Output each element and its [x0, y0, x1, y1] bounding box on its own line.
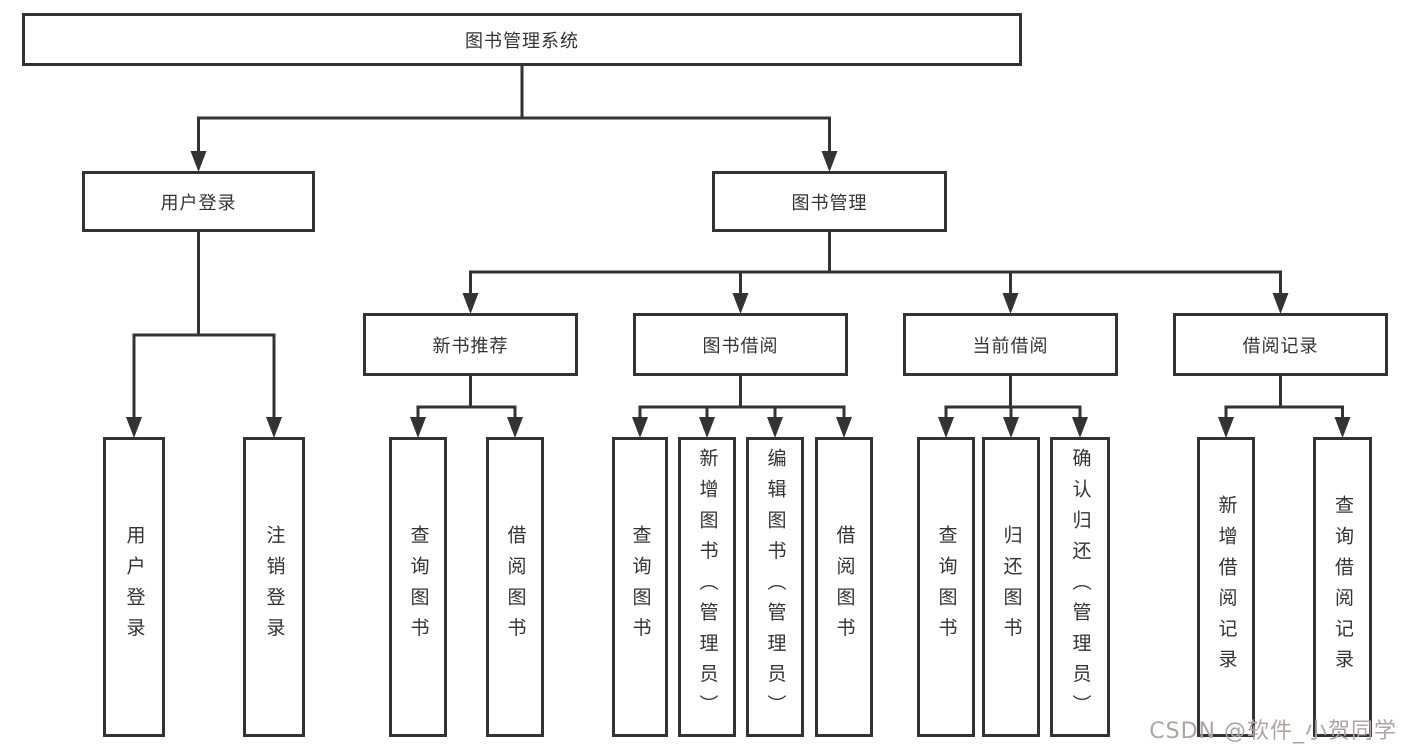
diagram-node-leaf-nb-query: 查询图书 [389, 437, 447, 737]
node-label: 编辑图书（管理员） [764, 448, 787, 726]
node-label: 注销登录 [263, 525, 286, 649]
node-label: 借阅图书 [833, 525, 856, 649]
diagram-node-records: 借阅记录 [1173, 313, 1388, 376]
node-label: 图书管理系统 [465, 30, 579, 52]
diagram-node-newbook: 新书推荐 [363, 313, 578, 376]
diagram-node-leaf-cur-query: 查询图书 [917, 437, 975, 737]
diagram-node-current: 当前借阅 [903, 313, 1118, 376]
diagram-node-login: 用户登录 [82, 171, 315, 232]
diagram-node-leaf-cur-return: 归还图书 [982, 437, 1040, 737]
node-label: 当前借阅 [972, 335, 1049, 357]
diagram-node-leaf-logout: 注销登录 [243, 437, 305, 737]
diagram-node-leaf-cur-confirm: 确认归还（管理员） [1050, 437, 1110, 737]
diagram-node-bookmgmt: 图书管理 [712, 171, 947, 232]
diagram-node-leaf-rec-query: 查询借阅记录 [1313, 437, 1372, 737]
node-label: 图书管理 [791, 192, 868, 214]
node-label: 图书借阅 [702, 335, 779, 357]
node-label: 新书推荐 [432, 335, 509, 357]
diagram-node-root: 图书管理系统 [22, 13, 1022, 66]
diagram-node-leaf-bw-edit: 编辑图书（管理员） [746, 437, 804, 737]
diagram-node-leaf-nb-borrow: 借阅图书 [486, 437, 544, 737]
diagram-node-leaf-bw-add: 新增图书（管理员） [678, 437, 736, 737]
diagram-node-leaf-bw-query: 查询图书 [612, 437, 668, 737]
node-label: 查询图书 [407, 525, 430, 649]
diagram-node-leaf-user-login: 用户登录 [103, 437, 165, 737]
diagram-node-leaf-bw-borrow: 借阅图书 [815, 437, 873, 737]
node-label: 查询借阅记录 [1332, 494, 1354, 680]
csdn-watermark: CSDN @软件_小贺同学 [1149, 719, 1397, 744]
node-label: 用户登录 [123, 525, 146, 649]
node-label: 借阅记录 [1242, 335, 1319, 357]
node-label: 确认归还（管理员） [1069, 448, 1092, 726]
node-label: 用户登录 [160, 192, 237, 214]
node-label: 查询图书 [629, 525, 652, 649]
node-label: 借阅图书 [504, 525, 527, 649]
node-label: 查询图书 [935, 525, 958, 649]
node-label: 新增图书（管理员） [696, 448, 719, 726]
node-label: 归还图书 [1000, 525, 1023, 649]
diagram-node-leaf-rec-add: 新增借阅记录 [1197, 437, 1255, 737]
node-label: 新增借阅记录 [1215, 494, 1238, 680]
diagram-node-borrowing: 图书借阅 [633, 313, 848, 376]
